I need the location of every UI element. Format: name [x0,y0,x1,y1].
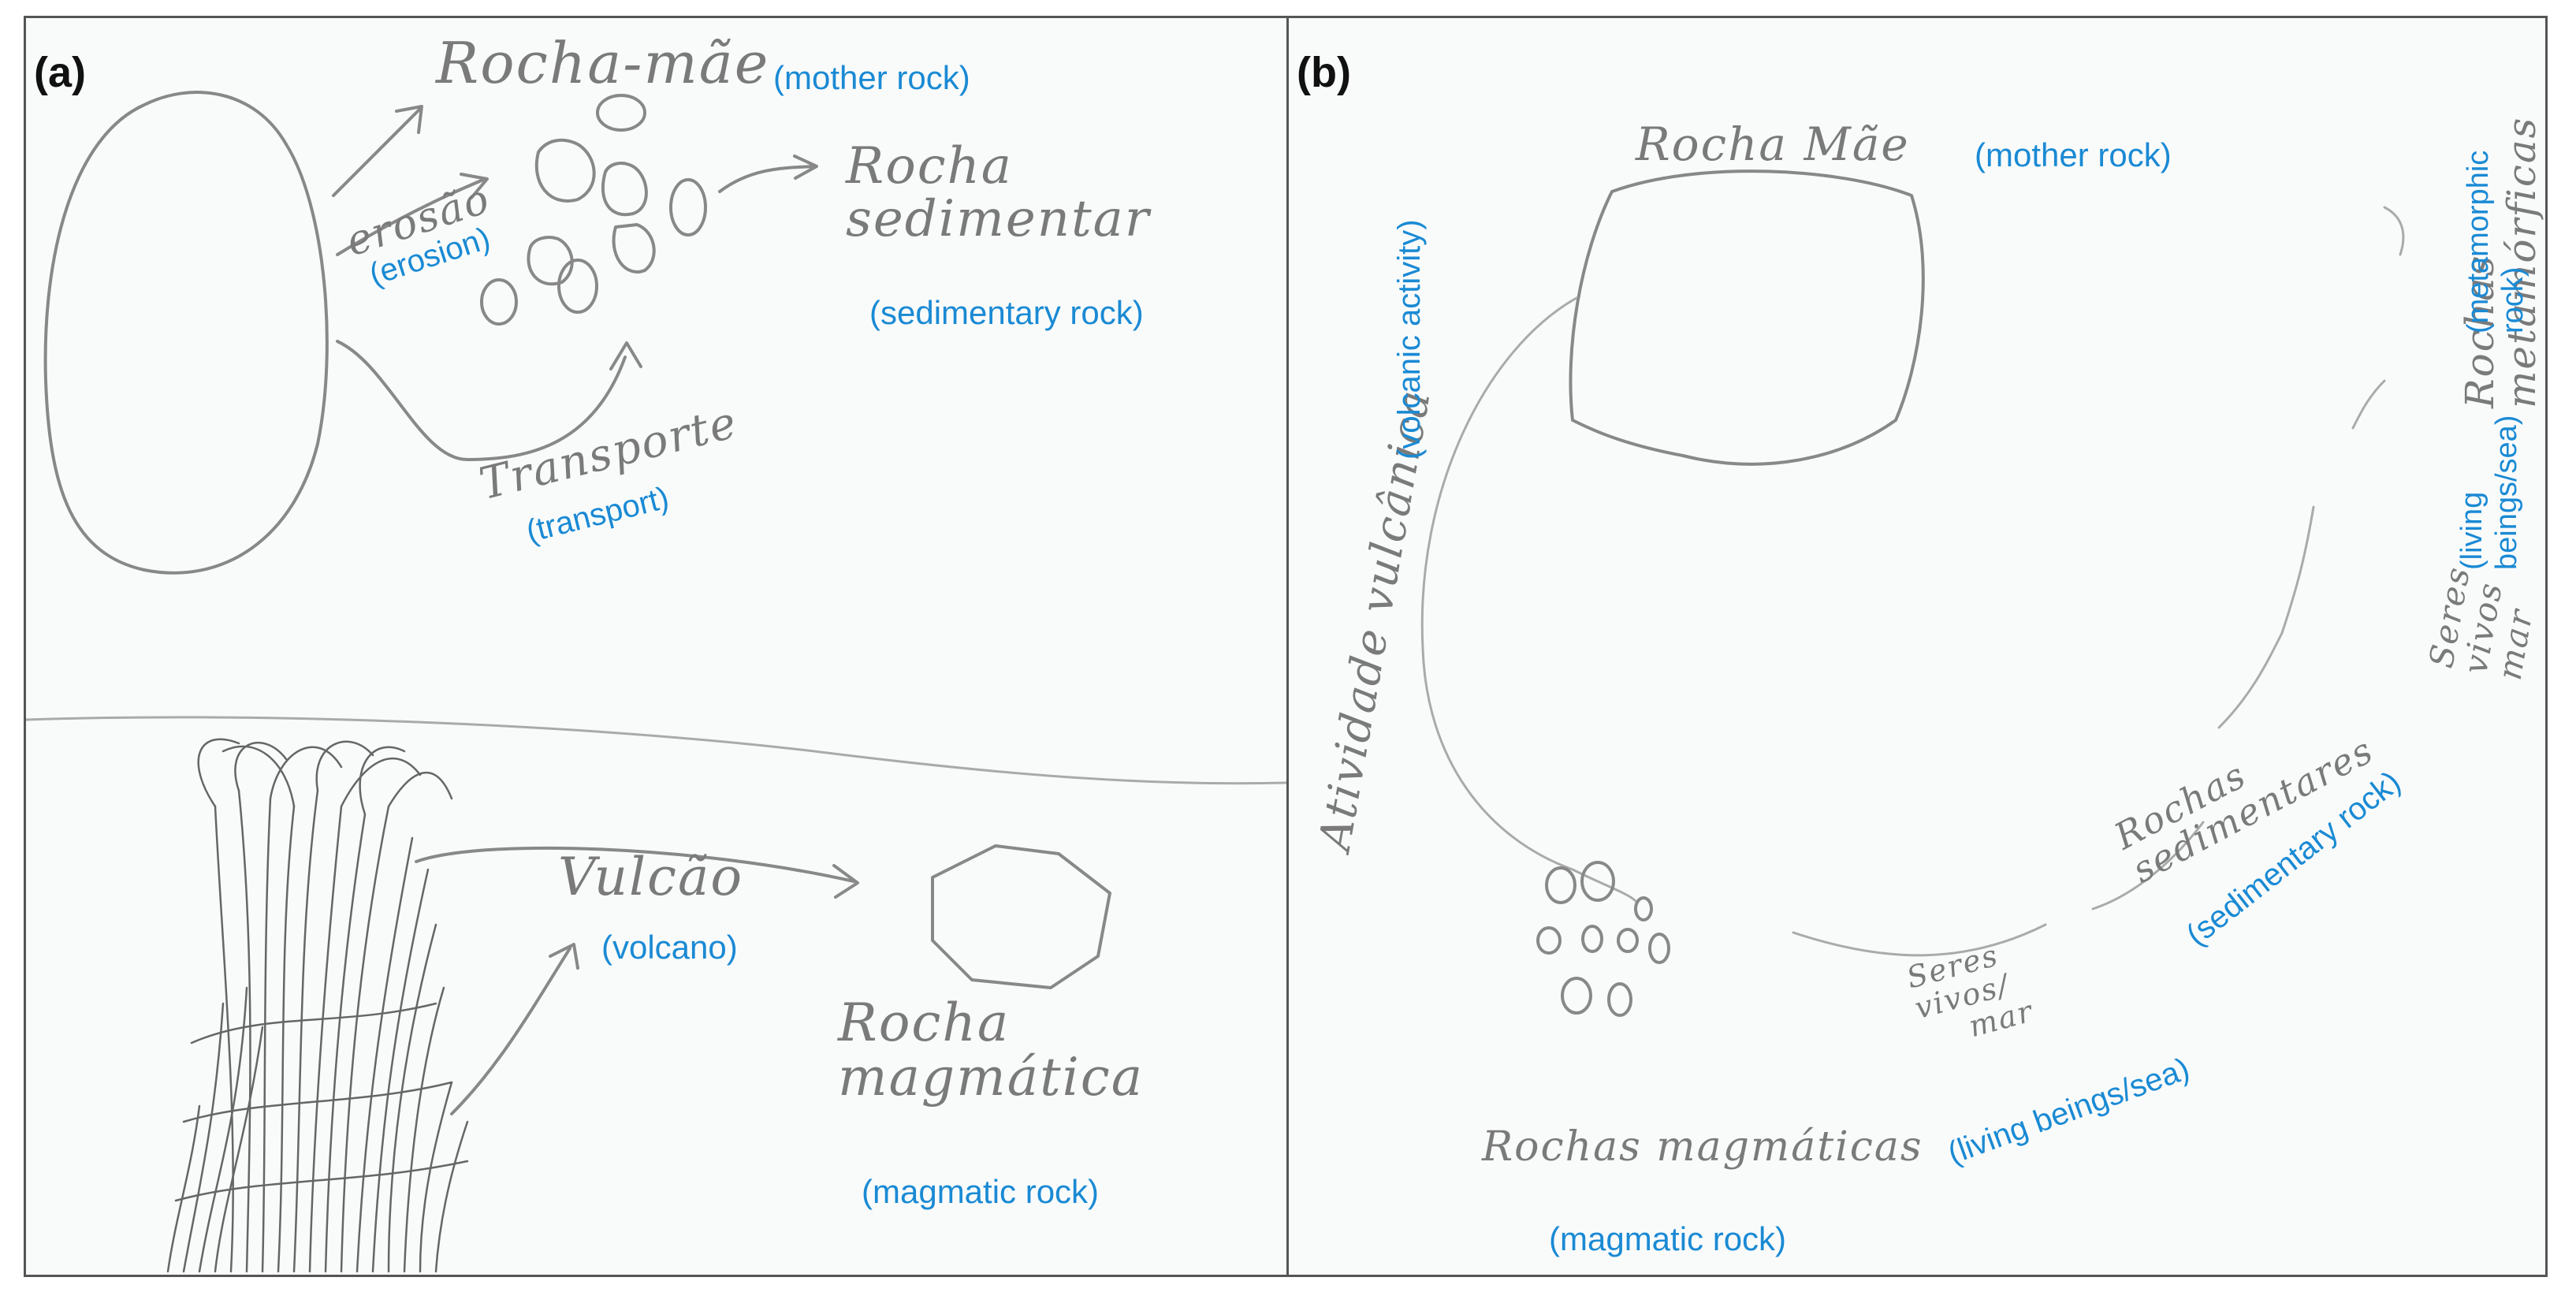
panel-b-sketch [1420,169,2405,1017]
arrow-to-mother-rock [332,105,423,197]
mother-rock-label: Rocha-mãe [436,30,770,96]
volcano-translation: (volcano) [601,929,738,966]
metamorphic-rock-translation: (metamorphic rock) [2462,150,2529,333]
panel-b: (b) Rocha Mãe (mother rock) Atividade vu… [1286,16,2548,1277]
panel-a: (a) Rocha-mãe (mother rock) Rocha sedime… [24,16,1289,1277]
arrow-erosion [336,173,489,256]
mother-rock-translation: (mother rock) [1975,136,2172,173]
mother-rock-translation: (mother rock) [773,59,970,96]
arrow-up-to-volcano [450,943,579,1115]
panel-a-label: (a) [34,49,86,96]
living-beings-right-label: Seres vivos mar [2422,563,2541,683]
sedimentary-rock-translation: (sedimentary rock) [869,294,1144,331]
cycle-curve-bottom [1792,821,2205,957]
arrow-volcano-to-magmatic [415,846,859,899]
cycle-curve-right [2217,206,2405,729]
magmatic-rock-translation: (magmatic rock) [1549,1220,1787,1257]
panel-b-label: (b) [1297,49,1351,96]
magmatic-rock-shape [931,844,1111,989]
magmatic-rock-translation: (magmatic rock) [862,1173,1100,1210]
panel-a-divider [26,716,1286,785]
mother-rock-shape [1569,169,1925,466]
living-beings-right-translation: (living beings/sea) [2455,415,2523,570]
mother-rock-label: Rocha Mãe [1636,117,1910,171]
volcanic-activity-translation: (volcanic activity) [1392,219,1427,460]
panel-a-sketch [26,91,1286,1273]
sedimentary-rock-label: Rocha sedimentar [846,137,1151,249]
cycle-curve-left [1420,296,1637,903]
arrow-transport [336,340,642,461]
magmatic-rocks-label: Rochas magmáticas [1482,1123,1923,1171]
volcano-label: Vulcão [558,847,744,907]
volcano-drawing [166,738,469,1273]
arrow-to-sedimentary [718,155,818,193]
mother-rock-shape [43,91,329,575]
magmatic-rock-label: Rocha magmática [838,992,1145,1108]
